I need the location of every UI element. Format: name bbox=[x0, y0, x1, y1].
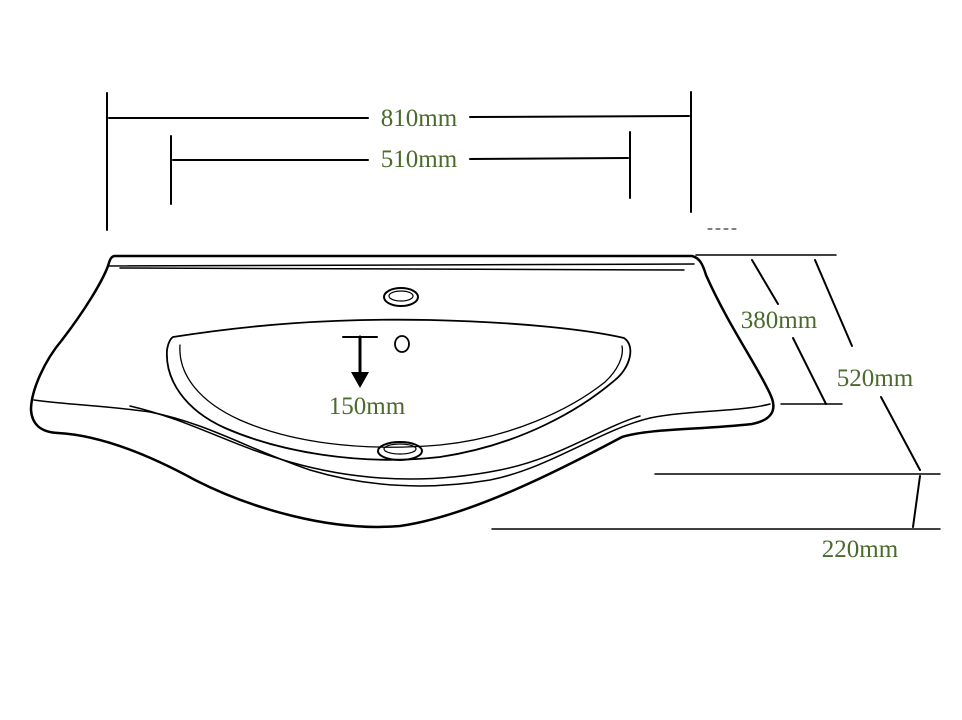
bowl-length-line-lower bbox=[792, 337, 827, 405]
drain-hole bbox=[377, 441, 423, 461]
right-dimensions: 380mm 520mm 220mm bbox=[491, 228, 941, 563]
basin-drawing bbox=[29, 254, 775, 529]
faucet-hole-inner bbox=[388, 290, 414, 302]
bowl-width-line-right bbox=[469, 157, 629, 160]
front-height-label: 220mm bbox=[822, 536, 899, 563]
bowl-opening bbox=[166, 318, 632, 461]
overall-width-dimension: 810mm bbox=[106, 91, 692, 231]
bowl-depth-dimension: 150mm bbox=[329, 335, 406, 420]
bowl-width-dimension: 510mm bbox=[170, 131, 631, 205]
basin-front-curve bbox=[129, 405, 641, 480]
basin-rim-line bbox=[119, 267, 685, 271]
overall-depth-label: 520mm bbox=[837, 365, 914, 392]
overall-depth-line-upper bbox=[814, 259, 853, 347]
bowl-length-line-upper bbox=[751, 259, 779, 305]
drain-hole-inner bbox=[383, 443, 417, 455]
overall-width-label: 810mm bbox=[381, 105, 458, 132]
basin-rim-back bbox=[107, 263, 695, 267]
arrow-down-icon bbox=[351, 372, 369, 388]
basin-outer-edge bbox=[29, 254, 775, 529]
bowl-depth-label: 150mm bbox=[329, 393, 406, 420]
front-height-vertical bbox=[912, 475, 921, 528]
overall-width-line-right bbox=[469, 115, 690, 118]
bowl-width-label: 510mm bbox=[381, 146, 458, 173]
overflow-hole bbox=[394, 335, 410, 353]
overall-depth-line-lower bbox=[880, 396, 921, 471]
bowl-length-label: 380mm bbox=[741, 307, 818, 334]
bowl-inner-curve bbox=[179, 344, 624, 448]
faucet-hole bbox=[383, 287, 419, 307]
